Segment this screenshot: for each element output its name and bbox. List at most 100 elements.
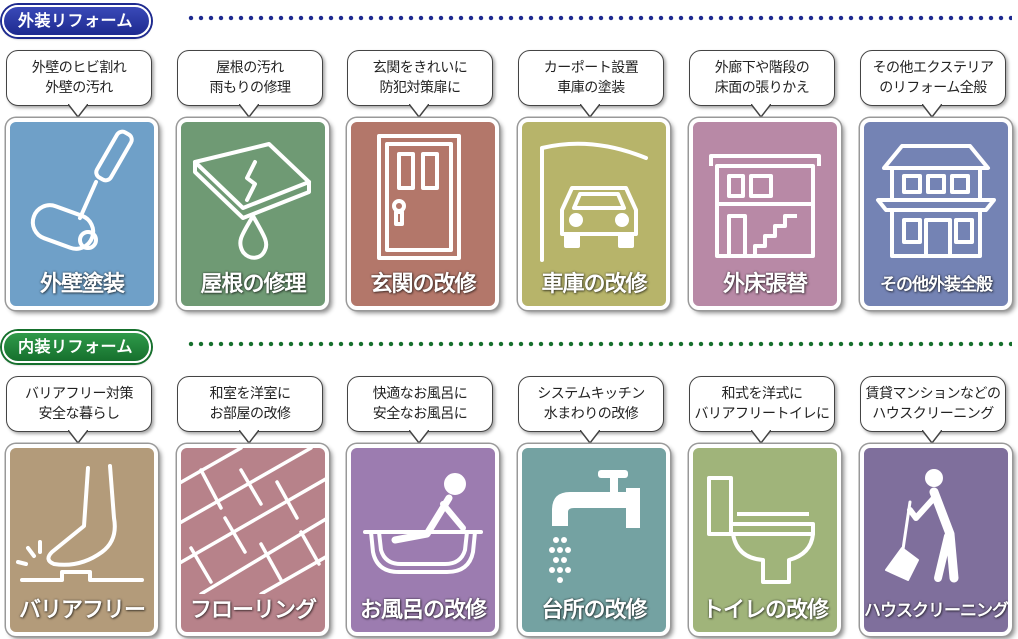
service-card-kitchen[interactable]: システムキッチン 水まわりの改修 台所の改修 xyxy=(516,366,670,638)
service-card-exterior-floor[interactable]: 外廊下や階段の 床面の張りかえ 外床張替 xyxy=(687,40,841,312)
speech-bubble: 外廊下や階段の 床面の張りかえ xyxy=(689,50,835,106)
service-card-roof[interactable]: 屋根の汚れ 雨もりの修理 屋根の修理 xyxy=(175,40,329,312)
bubble-tail xyxy=(922,104,942,118)
bathtub-icon xyxy=(351,448,495,594)
bubble-line-1: 外廊下や階段の xyxy=(714,60,810,76)
service-card-other-exterior[interactable]: その他エクステリア のリフォーム全般 その他外装全般 xyxy=(858,40,1012,312)
speech-bubble: 玄関をきれいに 防犯対策扉に xyxy=(347,50,493,106)
section-header: 外装リフォーム xyxy=(0,0,1018,40)
bubble-line-1: システムキッチン xyxy=(537,386,645,402)
bubble-line-2: 防犯対策扉に xyxy=(379,80,462,96)
card-panel: バリアフリー xyxy=(6,444,158,636)
foot-step-icon xyxy=(10,448,154,594)
bubble-line-1: バリアフリー対策 xyxy=(25,386,134,402)
speech-bubble: その他エクステリア のリフォーム全般 xyxy=(860,50,1006,106)
card-panel: 外床張替 xyxy=(689,118,841,310)
bubble-line-1: 玄関をきれいに xyxy=(372,60,468,76)
bubble-line-1: 賃貸マンションなどの xyxy=(865,386,1002,402)
bubble-line-1: 屋根の汚れ xyxy=(216,60,284,76)
bubble-tail xyxy=(580,104,600,118)
bubble-line-1: その他エクステリア xyxy=(872,60,994,76)
card-label: 外壁塗装 xyxy=(39,272,125,297)
card-label: ハウスクリーニング xyxy=(864,601,1008,621)
carport-icon xyxy=(522,122,666,268)
card-label: 台所の改修 xyxy=(541,598,647,623)
bubble-line-2: 車庫の塗装 xyxy=(557,80,625,96)
card-panel: お風呂の改修 xyxy=(347,444,499,636)
bubble-tail xyxy=(751,430,771,444)
speech-bubble: 和式を洋式に バリアフリートイレに xyxy=(689,376,835,432)
bubble-tail xyxy=(239,104,259,118)
service-card-garage[interactable]: カーポート設置 車庫の塗装 車庫の改修 xyxy=(516,40,670,312)
dotted-divider xyxy=(186,15,1012,21)
bubble-line-2: バリアフリートイレに xyxy=(694,406,831,422)
card-label: 外床張替 xyxy=(722,272,808,297)
faucet-icon xyxy=(522,448,666,594)
bubble-line-1: 和室を洋室に xyxy=(209,386,292,402)
card-label: トイレの改修 xyxy=(701,598,829,623)
card-panel: 台所の改修 xyxy=(518,444,670,636)
service-card-house-cleaning[interactable]: 賃貸マンションなどの ハウスクリーニング ハウスクリーニング xyxy=(858,366,1012,638)
speech-bubble: 賃貸マンションなどの ハウスクリーニング xyxy=(860,376,1006,432)
card-panel: ハウスクリーニング xyxy=(860,444,1012,636)
card-panel: トイレの改修 xyxy=(689,444,841,636)
section-title: 外装リフォーム xyxy=(2,5,152,37)
bubble-line-2: 床面の張りかえ xyxy=(714,80,810,96)
door-icon xyxy=(351,122,495,268)
bubble-line-1: 和式を洋式に xyxy=(721,386,804,402)
bubble-tail xyxy=(239,430,259,444)
roof-leak-icon xyxy=(181,122,325,268)
exterior-section: 外装リフォーム 外壁のヒビ割れ 外壁の汚れ 外壁塗装 屋根の汚れ 雨もりの修理 xyxy=(0,0,1018,310)
speech-bubble: 屋根の汚れ 雨もりの修理 xyxy=(177,50,323,106)
speech-bubble: カーポート設置 車庫の塗装 xyxy=(518,50,664,106)
card-label: バリアフリー xyxy=(18,598,146,623)
speech-bubble: バリアフリー対策 安全な暮らし xyxy=(6,376,152,432)
service-card-toilet[interactable]: 和式を洋式に バリアフリートイレに トイレの改修 xyxy=(687,366,841,638)
bubble-tail xyxy=(68,104,88,118)
card-panel: その他外装全般 xyxy=(860,118,1012,310)
paint-roller-icon xyxy=(10,122,154,268)
card-label: 車庫の改修 xyxy=(541,272,647,297)
speech-bubble: 外壁のヒビ割れ 外壁の汚れ xyxy=(6,50,152,106)
toilet-icon xyxy=(693,448,837,594)
bubble-line-2: 安全なお風呂に xyxy=(372,406,468,422)
bubble-tail xyxy=(409,430,429,444)
bubble-line-2: のリフォーム全般 xyxy=(879,80,987,96)
card-panel: フローリング xyxy=(177,444,329,636)
bubble-line-1: 外壁のヒビ割れ xyxy=(31,60,127,76)
bubble-line-2: 雨もりの修理 xyxy=(209,80,292,96)
card-panel: 車庫の改修 xyxy=(518,118,670,310)
service-card-flooring[interactable]: 和室を洋室に お部屋の改修 フローリング xyxy=(175,366,329,638)
card-panel: 玄関の改修 xyxy=(347,118,499,310)
speech-bubble: システムキッチン 水まわりの改修 xyxy=(518,376,664,432)
service-card-bathroom[interactable]: 快適なお風呂に 安全なお風呂に お風呂の改修 xyxy=(345,366,499,638)
bubble-line-2: お部屋の改修 xyxy=(209,406,292,422)
card-panel: 屋根の修理 xyxy=(177,118,329,310)
bubble-line-2: 水まわりの改修 xyxy=(543,406,639,422)
speech-bubble: 和室を洋室に お部屋の改修 xyxy=(177,376,323,432)
card-label: お風呂の改修 xyxy=(359,598,487,623)
bubble-line-2: 安全な暮らし xyxy=(38,406,121,422)
card-label: 玄関の改修 xyxy=(370,272,476,297)
bubble-line-2: ハウスクリーニング xyxy=(872,406,994,422)
bubble-tail xyxy=(68,430,88,444)
service-card-exterior-wall[interactable]: 外壁のヒビ割れ 外壁の汚れ 外壁塗装 xyxy=(4,40,158,312)
section-title: 内装リフォーム xyxy=(2,331,152,363)
dotted-divider xyxy=(186,341,1012,347)
service-card-entrance[interactable]: 玄関をきれいに 防犯対策扉に 玄関の改修 xyxy=(345,40,499,312)
service-card-barrier-free[interactable]: バリアフリー対策 安全な暮らし バリアフリー xyxy=(4,366,158,638)
house-icon xyxy=(864,122,1008,268)
cleaning-person-icon xyxy=(864,448,1008,594)
building-stairs-icon xyxy=(693,122,837,268)
bubble-line-1: 快適なお風呂に xyxy=(372,386,468,402)
bubble-tail xyxy=(751,104,771,118)
bubble-tail xyxy=(922,430,942,444)
bubble-tail xyxy=(580,430,600,444)
bubble-tail xyxy=(409,104,429,118)
speech-bubble: 快適なお風呂に 安全なお風呂に xyxy=(347,376,493,432)
card-label: 屋根の修理 xyxy=(200,272,306,297)
interior-section: 内装リフォーム バリアフリー対策 安全な暮らし バリアフリー 和室を洋室に お部… xyxy=(0,326,1018,636)
bubble-line-2: 外壁の汚れ xyxy=(45,80,113,96)
flooring-icon xyxy=(181,448,325,594)
card-label: フローリング xyxy=(189,598,317,623)
